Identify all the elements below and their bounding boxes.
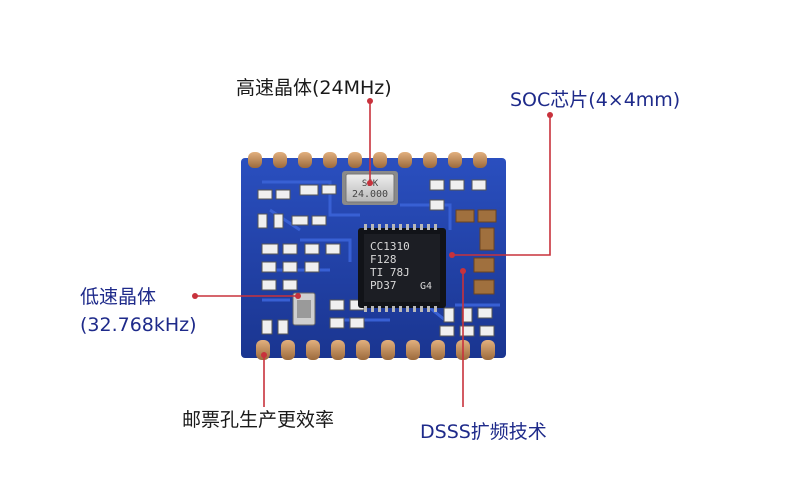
lf-crystal xyxy=(292,292,316,326)
stamp-hole-pads xyxy=(256,340,495,360)
crystal-marking-2: 24.000 xyxy=(352,189,388,200)
chip-marking-2: F128 xyxy=(370,253,397,266)
label-stamp-holes: 邮票孔生产更效率 xyxy=(182,409,335,431)
leader-lines xyxy=(195,101,551,407)
hf-crystal: SJK 24.000 xyxy=(342,171,398,205)
label-lf-crystal-line2: (32.768kHz) xyxy=(80,314,197,336)
leader-dots xyxy=(192,98,553,358)
chip-marking-4: PD37 xyxy=(370,279,397,292)
leader-soc-chip xyxy=(452,115,551,256)
soc-chip: CC1310 F128 TI 78J PD37 G4 xyxy=(358,224,446,312)
label-soc-chip: SOC芯片(4×4mm) xyxy=(510,89,681,111)
capacitors xyxy=(455,209,497,295)
chip-marking-5: G4 xyxy=(420,281,432,292)
chip-marking-1: CC1310 xyxy=(370,240,410,253)
smd-components xyxy=(257,179,495,337)
label-hf-crystal: 高速晶体(24MHz) xyxy=(236,77,392,99)
chip-marking-3: TI 78J xyxy=(370,266,410,279)
label-lf-crystal-line1: 低速晶体 xyxy=(80,286,157,308)
label-dsss: DSSS扩频技术 xyxy=(420,421,547,443)
top-pad-row xyxy=(248,152,487,168)
